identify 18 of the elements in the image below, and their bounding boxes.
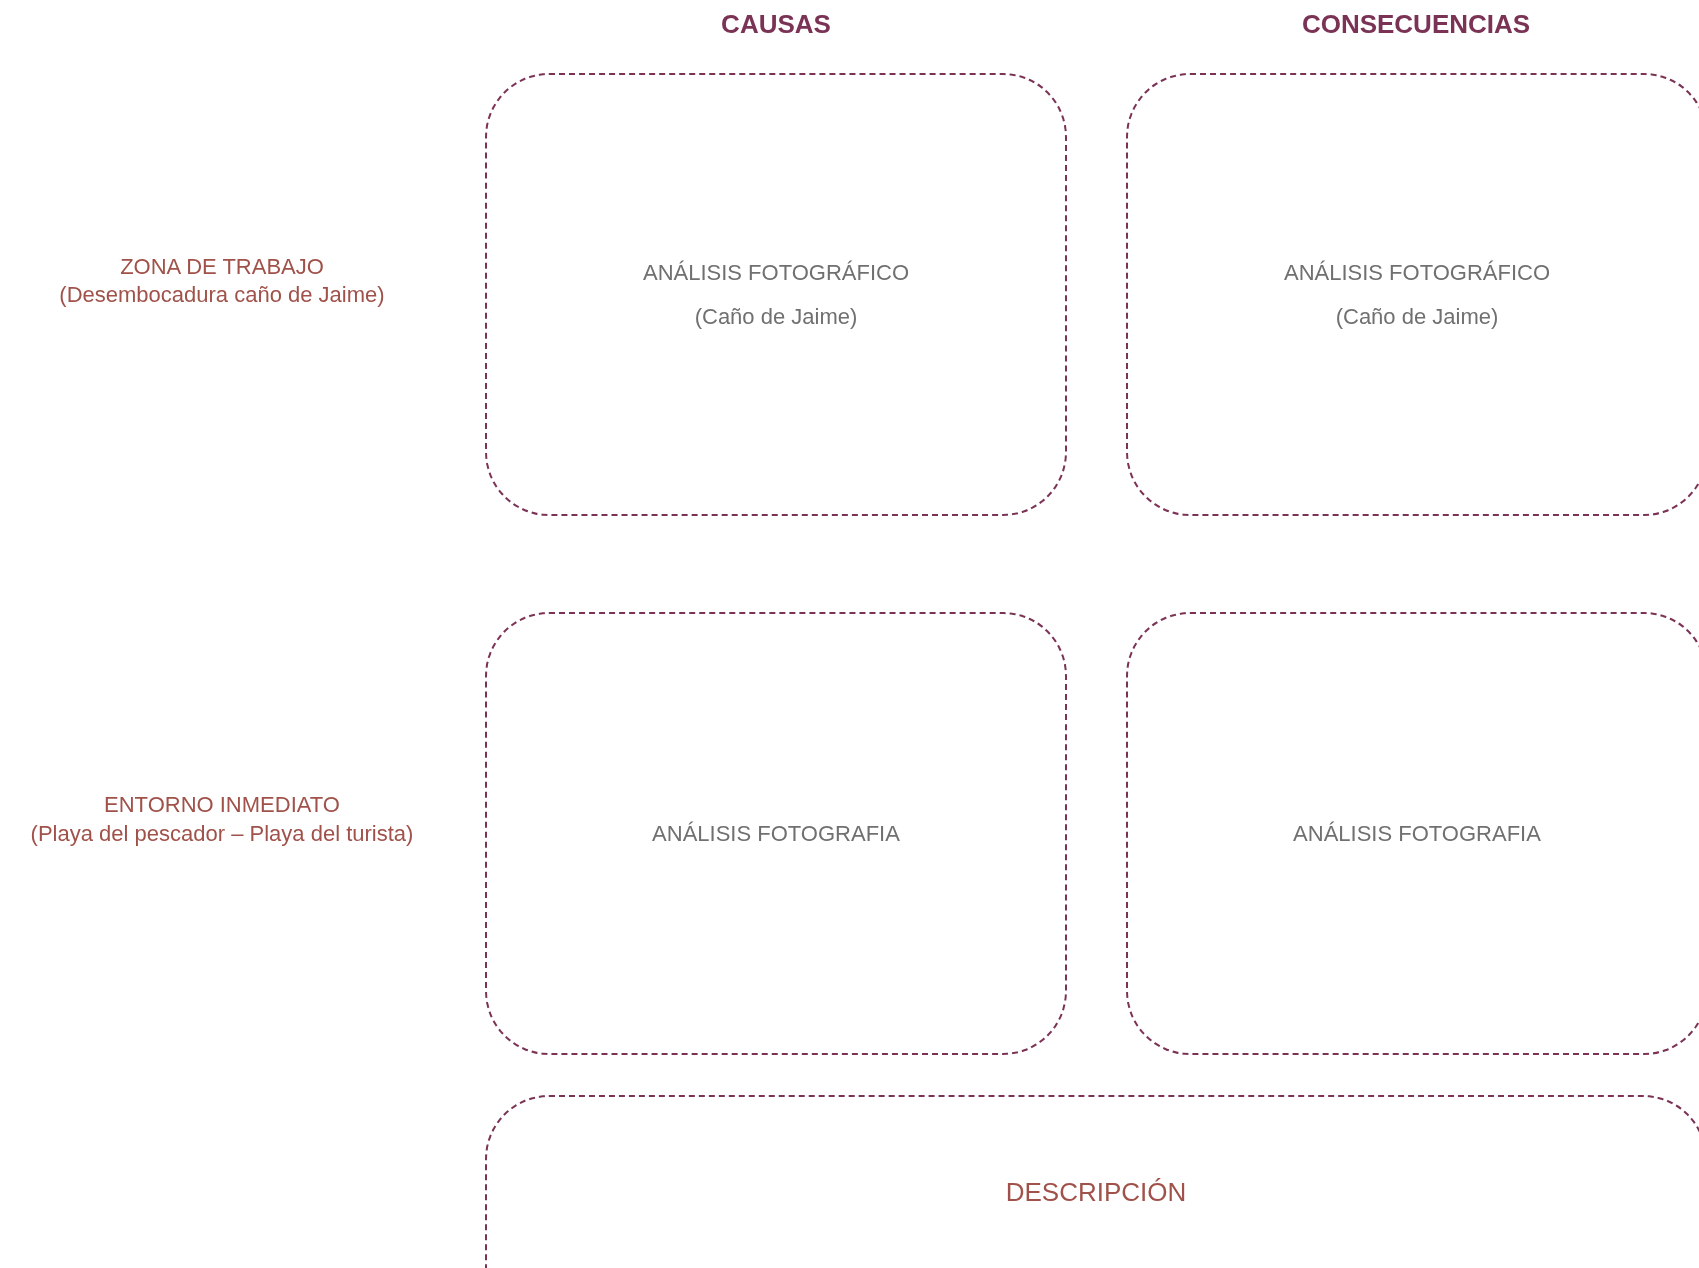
row-label: ENTORNO INMEDIATO	[104, 792, 340, 818]
column-heading: CAUSAS	[721, 9, 831, 40]
dashed-rounded-box	[485, 1095, 1699, 1268]
box-text: ANÁLISIS FOTOGRÁFICO	[1283, 259, 1551, 286]
box-text: (Caño de Jaime)	[1335, 303, 1499, 330]
dashed-rounded-box	[485, 612, 1067, 1055]
row-label: (Playa del pescador – Playa del turista)	[30, 821, 414, 847]
dashed-rounded-box	[1126, 612, 1699, 1055]
box-text: ANÁLISIS FOTOGRAFIA	[1293, 820, 1541, 847]
dashed-rounded-box	[1126, 73, 1699, 516]
box-text: ANÁLISIS FOTOGRÁFICO	[642, 259, 910, 286]
dashed-rounded-box	[485, 73, 1067, 516]
row-label: (Desembocadura caño de Jaime)	[59, 282, 385, 308]
column-heading: CONSECUENCIAS	[1301, 9, 1531, 40]
box-text: (Caño de Jaime)	[694, 303, 858, 330]
row-label: ZONA DE TRABAJO	[120, 254, 324, 280]
box-text: ANÁLISIS FOTOGRAFIA	[652, 820, 900, 847]
box-text: DESCRIPCIÓN	[1005, 1177, 1187, 1208]
